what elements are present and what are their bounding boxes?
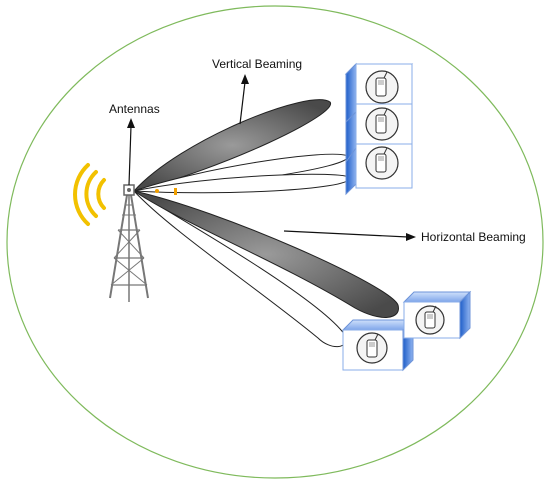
device-box [345,103,413,164]
antennas-label: Antennas [109,102,160,116]
horizontal-beam-outer [133,190,347,348]
annotation-arrows [127,74,416,241]
mobile-phone-icon [415,305,445,335]
mobile-phone-icon [365,107,399,141]
horizontal-beam-inner [133,190,399,318]
coverage-area-boundary [6,5,544,479]
vertical-beaming-label: Vertical Beaming [212,57,302,71]
antennas-arrow [128,125,132,186]
device-row-horizontal [341,290,472,372]
vertical-beaming-arrow [239,81,246,125]
cell-tower-icon [109,184,149,302]
device-box [402,290,472,340]
device-box [345,143,413,196]
mobile-phone-icon [365,146,399,180]
signal-waves-icon [73,163,177,226]
vertical-beam-top [132,99,331,192]
beam-group [132,99,399,348]
mobile-phone-icon [365,70,399,104]
horizontal-beaming-arrow [283,230,409,238]
device-stack-vertical [344,62,414,196]
horizontal-beaming-label: Horizontal Beaming [421,230,526,244]
mobile-phone-icon [356,332,388,364]
device-box [341,318,415,372]
